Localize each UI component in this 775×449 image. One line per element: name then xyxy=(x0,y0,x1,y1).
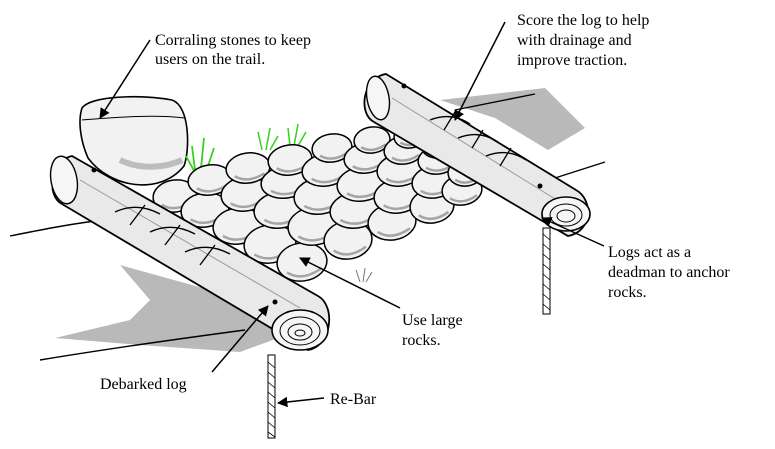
log-end-rings xyxy=(272,310,328,350)
score-line3: improve traction. xyxy=(517,52,627,69)
callout-debarked: Debarked log xyxy=(100,376,187,393)
ground-line-left xyxy=(10,221,95,236)
callout-score: Score the log to help with drainage and … xyxy=(517,12,649,69)
score-line2: with drainage and xyxy=(517,32,632,49)
callout-corraling: Corraling stones to keep users on the tr… xyxy=(155,32,311,68)
callout-logs: Logs act as a deadman to anchor rocks. xyxy=(608,244,730,301)
logs-line1: Logs act as a xyxy=(608,244,691,261)
corraling-line2: users on the trail. xyxy=(155,51,265,68)
logs-line2: deadman to anchor xyxy=(608,264,730,281)
ground-line-right-lower xyxy=(555,162,605,178)
score-line1: Score the log to help xyxy=(517,12,649,29)
large-line2: rocks. xyxy=(402,332,441,349)
corraling-line1: Corraling stones to keep xyxy=(155,32,311,49)
grass-sketch xyxy=(356,268,372,282)
rebar-stake-left xyxy=(268,355,275,438)
arrow-rebar xyxy=(278,398,324,403)
logs-line3: rocks. xyxy=(608,284,647,301)
large-line1: Use large xyxy=(402,312,463,329)
rebar-stake-right xyxy=(543,228,550,314)
log-end-rings-right xyxy=(542,197,590,231)
callout-rebar: Re-Bar xyxy=(330,391,377,408)
callout-large-rocks: Use large rocks. xyxy=(402,312,463,349)
